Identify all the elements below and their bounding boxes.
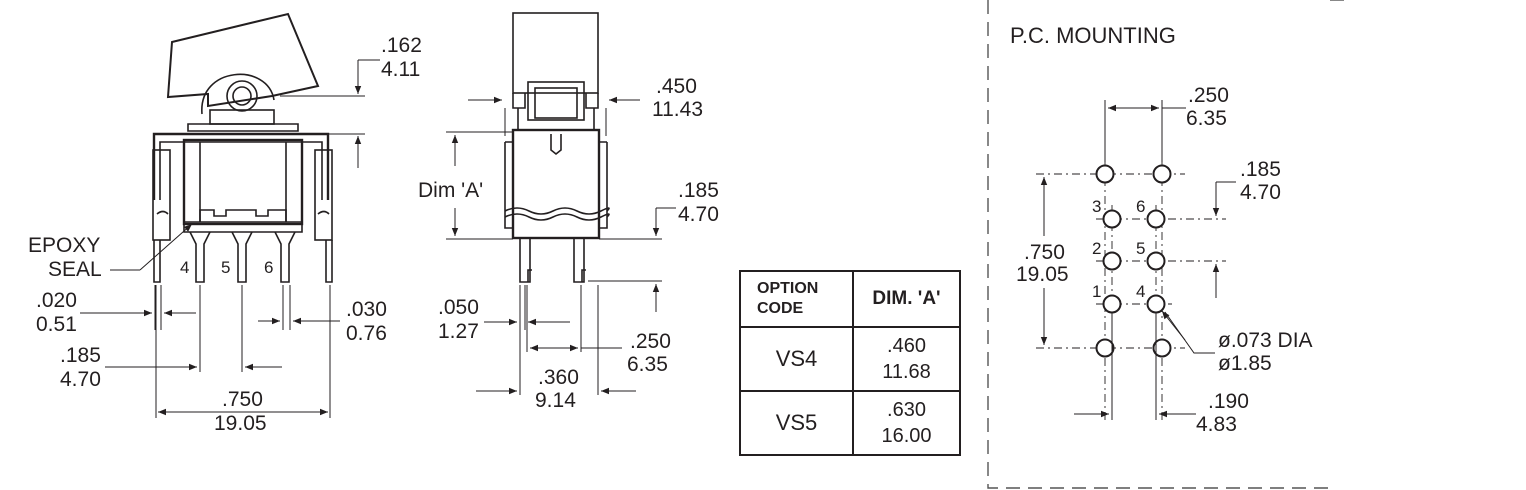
pc-dim-185-mm: 4.70 xyxy=(1240,181,1281,204)
pin-hole-3 xyxy=(1102,209,1122,229)
row-dim-mm: 11.68 xyxy=(882,361,931,383)
frame-leg-left xyxy=(153,240,161,283)
epoxy-label-2: SEAL xyxy=(48,258,102,281)
dim-450-mm: 11.43 xyxy=(652,98,703,121)
pc-dim-185-in: .185 xyxy=(1240,158,1281,181)
pin-num-5: 5 xyxy=(1136,239,1145,258)
dim-750-mm: 19.05 xyxy=(214,412,267,435)
pc-mounting-view: P.C. MOUNTING 3 2 1 6 5 4 .250 6.3 xyxy=(987,0,1345,489)
dim-030-mm: 0.76 xyxy=(346,322,387,345)
pc-dim-250-mm: 6.35 xyxy=(1186,107,1227,130)
dim-050-mm: 1.27 xyxy=(438,320,479,343)
dim-050-in: .050 xyxy=(438,296,479,319)
pin-num-2: 2 xyxy=(1092,239,1101,258)
pin-label-6: 6 xyxy=(264,258,273,277)
pin-num-1: 1 xyxy=(1092,282,1101,301)
mount-hole xyxy=(1152,338,1172,358)
front-dim-250-in: .250 xyxy=(630,330,671,353)
switch-frame xyxy=(152,132,330,200)
dim-a-label: Dim 'A' xyxy=(418,179,483,202)
option-code-header: OPTION CODE xyxy=(739,270,854,328)
pin-hole-1 xyxy=(1102,294,1122,314)
hole-dia-in: ø.073 DIA xyxy=(1218,329,1313,352)
pin-num-6: 6 xyxy=(1136,197,1145,216)
mount-hole xyxy=(1152,164,1172,184)
table-row: VS5 .630 16.00 xyxy=(739,390,961,456)
mount-hole xyxy=(1095,338,1115,358)
pin-5 xyxy=(231,231,253,283)
side-view: 4 5 6 .162 4.11 EPOXY SEAL .020 0.51 .03… xyxy=(28,12,422,435)
row-code: VS4 xyxy=(739,326,854,392)
row-dim-in: .630 xyxy=(887,399,926,421)
pin-label-4: 4 xyxy=(180,258,189,277)
pin-hole-5 xyxy=(1146,251,1166,271)
pin-label-5: 5 xyxy=(221,258,230,277)
front-pin-left xyxy=(519,238,531,283)
switch-housing xyxy=(182,138,304,226)
pin-hole-6 xyxy=(1146,209,1166,229)
front-dim-250-mm: 6.35 xyxy=(627,353,668,376)
pin-num-4: 4 xyxy=(1136,282,1145,301)
pc-mounting-frame xyxy=(987,0,1330,489)
pin-6 xyxy=(274,231,296,283)
frame-leg-right xyxy=(325,240,333,283)
table-row: VS4 .460 11.68 xyxy=(739,326,961,392)
dim-020-in: .020 xyxy=(36,289,77,312)
dim-360-mm: 9.14 xyxy=(535,389,576,412)
rocker-actuator xyxy=(166,12,320,108)
dim-360-in: .360 xyxy=(538,366,579,389)
row-dim: .630 16.00 xyxy=(852,390,961,456)
pc-dim-750-mm: 19.05 xyxy=(1016,263,1069,286)
dim-030-in: .030 xyxy=(346,298,387,321)
dim-750-in: .750 xyxy=(222,388,263,411)
option-table: OPTION CODE DIM. 'A' VS4 .460 11.68 VS5 … xyxy=(739,270,961,456)
front-dim-185-mm: 4.70 xyxy=(678,203,719,226)
dim-185-in: .185 xyxy=(60,344,101,367)
pc-mounting-title: P.C. MOUNTING xyxy=(1010,23,1176,48)
front-dim-185-in: .185 xyxy=(678,179,719,202)
pc-dim-750-in: .750 xyxy=(1024,241,1065,264)
dim-162-mm: 4.11 xyxy=(381,58,420,81)
dim-162-in: .162 xyxy=(381,34,422,57)
row-code: VS5 xyxy=(739,390,854,456)
header-option: OPTION xyxy=(757,280,819,297)
front-pin-right xyxy=(573,238,585,283)
mount-hole xyxy=(1095,164,1115,184)
epoxy-label-1: EPOXY xyxy=(28,234,100,257)
dim-185-mm: 4.70 xyxy=(60,368,101,391)
row-dim: .460 11.68 xyxy=(852,326,961,392)
dim-a-header: DIM. 'A' xyxy=(852,270,961,328)
front-housing xyxy=(511,128,601,240)
pin-hole-4 xyxy=(1146,294,1166,314)
row-dim-in: .460 xyxy=(887,335,926,357)
header-code: CODE xyxy=(757,300,804,317)
dim-020-mm: 0.51 xyxy=(36,313,77,336)
pivot-circle xyxy=(226,80,258,112)
pc-dim-190-mm: 4.83 xyxy=(1196,413,1237,436)
pc-dim-250-in: .250 xyxy=(1188,84,1229,107)
dim-450-in: .450 xyxy=(656,75,697,98)
option-table-header: OPTION CODE DIM. 'A' xyxy=(739,270,961,328)
pin-num-3: 3 xyxy=(1092,197,1101,216)
front-actuator xyxy=(512,12,599,94)
pin-4 xyxy=(189,231,211,283)
row-dim-mm: 16.00 xyxy=(881,425,932,447)
hole-dia-mm: ø1.85 xyxy=(1218,352,1272,375)
front-view: .450 11.43 Dim 'A' .185 4.70 .050 1.27 .… xyxy=(418,12,719,412)
pin-hole-2 xyxy=(1102,251,1122,271)
pc-dim-190-in: .190 xyxy=(1208,390,1249,413)
